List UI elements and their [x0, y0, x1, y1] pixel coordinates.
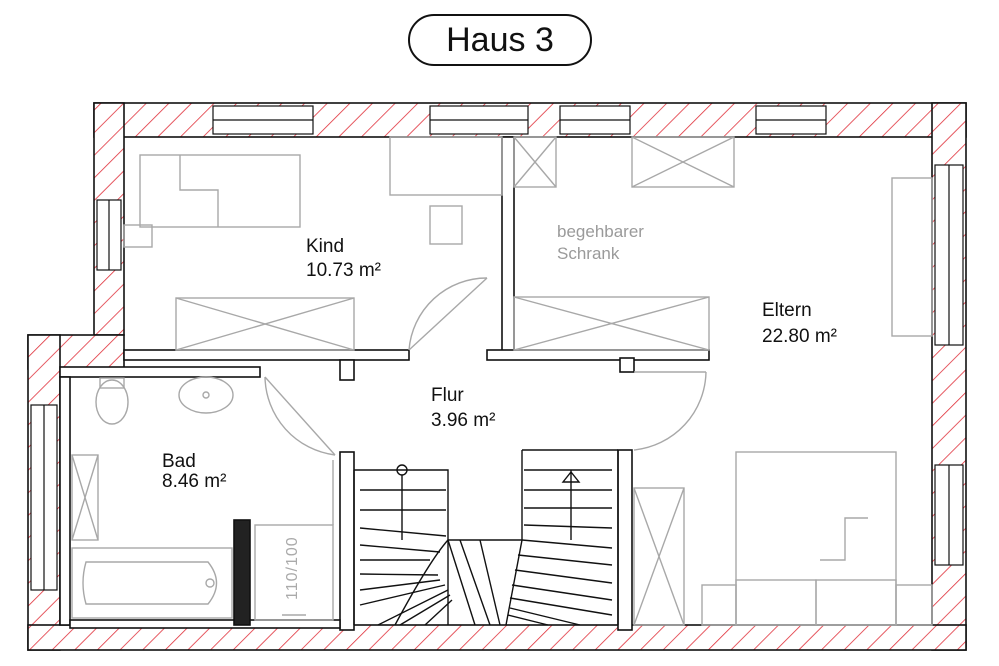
room-kind-area: 10.73 m²	[306, 260, 381, 281]
room-kind-name: Kind	[306, 236, 345, 257]
furniture	[71, 136, 933, 626]
room-bad-area: 8.46 m²	[162, 471, 227, 492]
room-flur-area: 3.96 m²	[431, 410, 496, 431]
plan-title: Haus 3	[408, 14, 592, 66]
room-schrank-line2: Schrank	[557, 244, 620, 263]
shower-size-label: 110/100	[284, 536, 301, 600]
interior-walls	[59, 136, 710, 631]
room-eltern-name: Eltern	[762, 300, 812, 321]
room-bad-name: Bad	[162, 451, 196, 472]
room-schrank-line1: begehbarer	[557, 222, 644, 241]
staircase	[353, 449, 619, 626]
windows	[30, 105, 964, 591]
room-eltern-area: 22.80 m²	[762, 326, 837, 347]
doors	[264, 277, 707, 456]
room-flur-name: Flur	[431, 385, 464, 406]
